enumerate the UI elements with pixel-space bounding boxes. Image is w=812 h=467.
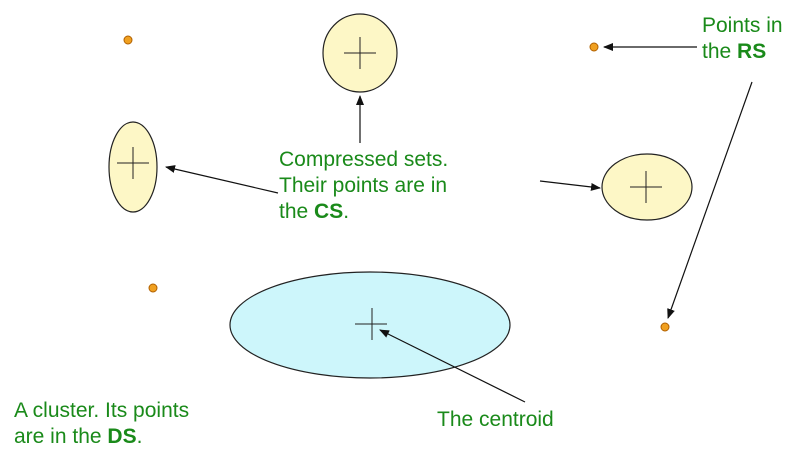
rs-point [148, 283, 158, 293]
rs-point [589, 42, 599, 52]
compressed-set-right [601, 153, 693, 221]
compressed-sets-label: Compressed sets. Their points are in the… [279, 148, 449, 223]
compressed-set-top [322, 13, 398, 93]
cluster-ellipse [229, 271, 511, 379]
compressed-set-left [108, 121, 158, 213]
rs-point [123, 35, 133, 45]
arrow-cs-left [165, 165, 279, 194]
cluster-label: A cluster. Its points are in the DS. [14, 399, 190, 448]
arrow-centroid [379, 329, 526, 403]
rs-point [660, 322, 670, 332]
centroid-label: The centroid [437, 408, 554, 431]
arrow-cs-right [539, 180, 601, 191]
points-rs-label: Points in the RS [702, 14, 783, 63]
arrow-rs-bottom [667, 81, 753, 319]
